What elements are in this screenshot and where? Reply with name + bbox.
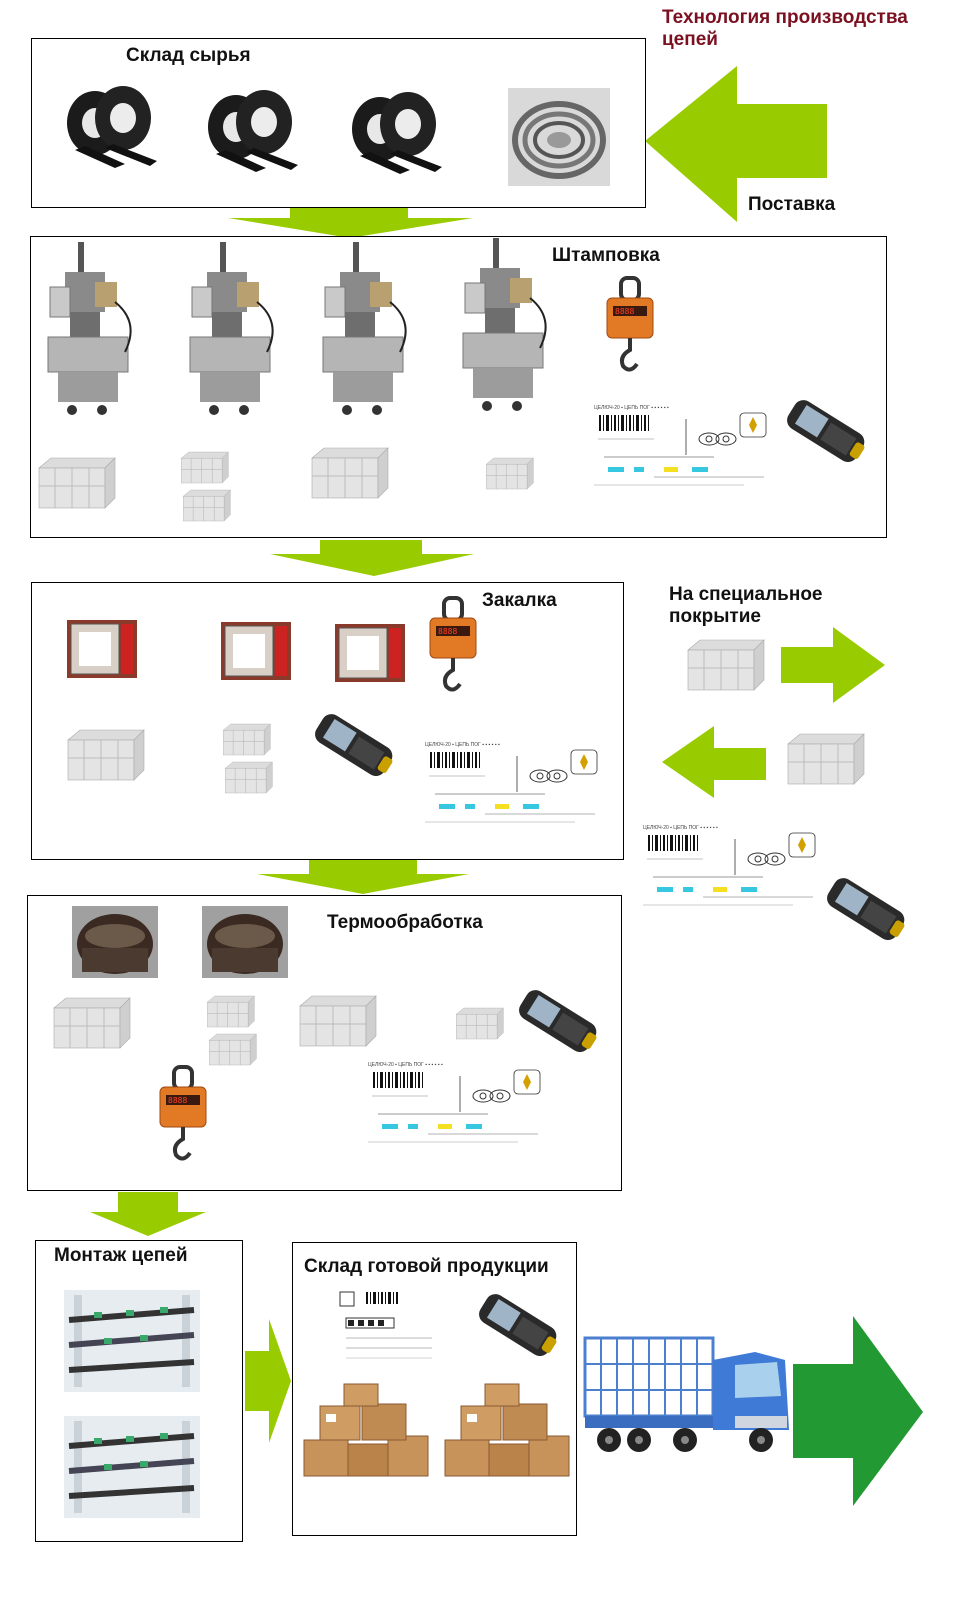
furnace-icon — [334, 623, 406, 683]
crate-icon — [67, 729, 145, 781]
quenching-label: Закалка — [482, 590, 557, 611]
flow-arrow-down — [228, 208, 473, 238]
chain-assembly-label: Монтаж цепей — [54, 1245, 188, 1266]
crate-icon — [687, 639, 765, 691]
crate-icon — [182, 489, 231, 522]
barcode-label-icon — [424, 741, 598, 823]
assembly-line-icon — [64, 1290, 200, 1392]
crate-icon — [311, 447, 389, 499]
furnace-icon — [220, 621, 292, 681]
handheld-scanner-icon — [515, 986, 602, 1057]
crane-scale-icon — [605, 276, 655, 372]
barcode-label-icon — [367, 1061, 541, 1143]
barcode-label-icon — [642, 824, 816, 906]
diagram-title: Технология производства цепей — [662, 7, 908, 50]
crate-icon — [180, 451, 229, 484]
heat-treatment-pot-icon — [72, 906, 158, 978]
wire-coil-icon — [508, 88, 610, 186]
assembly-line-icon — [64, 1416, 200, 1518]
handheld-scanner-icon — [311, 710, 398, 781]
flow-arrow-down — [90, 1192, 206, 1236]
crate-icon — [299, 995, 377, 1047]
crate-icon — [38, 457, 116, 509]
crate-icon — [224, 761, 273, 794]
crane-scale-icon — [428, 596, 478, 692]
supply-arrow — [645, 66, 827, 222]
furnace-icon — [66, 619, 138, 679]
crate-icon — [222, 723, 271, 756]
crate-icon — [455, 1007, 504, 1040]
crane-scale-icon — [158, 1065, 208, 1161]
barcode-label-icon — [593, 404, 767, 486]
crate-icon — [485, 457, 534, 490]
special-coating-label: На специальное покрытие — [669, 584, 823, 627]
truck-icon — [583, 1336, 789, 1452]
cardboard-boxes-icon — [303, 1383, 429, 1477]
handheld-scanner-icon — [783, 396, 870, 467]
supply-label: Поставка — [748, 194, 836, 215]
press-machine-icon — [47, 241, 132, 416]
tape-roll-icon — [208, 90, 298, 172]
handheld-scanner-icon — [823, 874, 910, 945]
crate-icon — [787, 733, 865, 785]
flow-arrow-down — [270, 540, 474, 576]
handheld-scanner-icon — [475, 1290, 562, 1361]
raw-warehouse-label: Склад сырья — [126, 45, 251, 66]
stamping-label: Штамповка — [552, 245, 660, 266]
finished-warehouse-label: Склад готовой продукции — [304, 1256, 549, 1277]
flow-arrow-down — [257, 860, 469, 894]
heat-treatment-label: Термообработка — [327, 912, 483, 933]
heat-treatment-pot-icon — [202, 906, 288, 978]
crate-icon — [206, 995, 255, 1028]
press-machine-icon — [462, 237, 547, 412]
flow-arrow-right — [245, 1319, 291, 1443]
cardboard-boxes-icon — [444, 1383, 570, 1477]
shipping-label-icon — [336, 1288, 442, 1364]
stamping-box — [30, 236, 887, 538]
press-machine-icon — [322, 241, 407, 416]
coating-out-arrow — [781, 627, 885, 703]
tape-roll-icon — [67, 86, 157, 168]
crate-icon — [208, 1033, 257, 1066]
shipment-arrow — [793, 1316, 923, 1506]
tape-roll-icon — [352, 92, 442, 174]
coating-return-arrow — [662, 726, 766, 798]
press-machine-icon — [189, 241, 274, 416]
crate-icon — [53, 997, 131, 1049]
